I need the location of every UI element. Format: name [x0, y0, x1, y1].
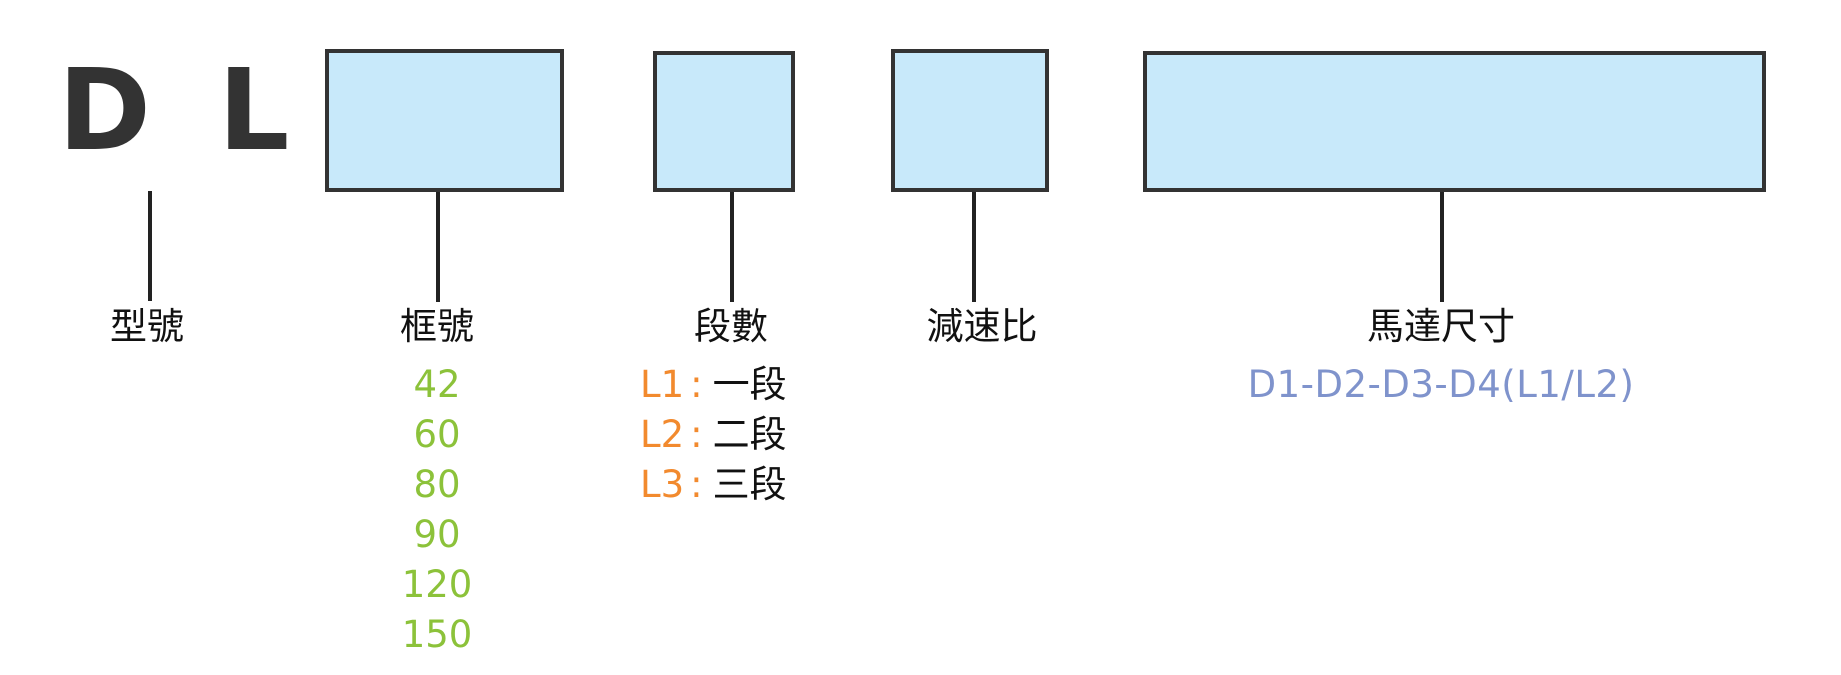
stage-option: L1:一段	[640, 360, 787, 410]
stage-option-value: 一段	[712, 363, 787, 406]
stages-label: 段數	[694, 305, 768, 348]
frame-label: 框號	[400, 305, 474, 348]
motor-connector-line	[1440, 190, 1444, 302]
frame-option: 90	[413, 513, 461, 556]
stage-option-value: 三段	[712, 463, 787, 506]
frame-code-box	[325, 49, 564, 192]
ratio-code-box	[891, 49, 1049, 192]
frame-option: 60	[413, 413, 461, 456]
frame-connector-line	[436, 190, 440, 302]
code-letter-d: D	[58, 46, 153, 176]
stage-option-separator: :	[690, 463, 703, 506]
stages-connector-line	[730, 190, 734, 302]
motor-size-format: D1-D2-D3-D4(L1/L2)	[1247, 363, 1635, 406]
stages-code-box	[653, 51, 795, 192]
stage-option-key: L1	[640, 363, 685, 406]
model-label: 型號	[110, 305, 184, 348]
stage-option: L3:三段	[640, 460, 787, 510]
model-code-prefix: D L	[58, 55, 291, 167]
motor-label: 馬達尺寸	[1367, 305, 1515, 348]
frame-option: 120	[401, 563, 473, 606]
stage-option: L2:二段	[640, 410, 787, 460]
stage-option-value: 二段	[712, 413, 787, 456]
frame-option: 150	[401, 613, 473, 656]
stage-option-key: L2	[640, 413, 685, 456]
code-letter-l: L	[217, 46, 292, 176]
frame-option: 42	[413, 363, 461, 406]
stage-option-separator: :	[690, 363, 703, 406]
ratio-label: 減速比	[926, 305, 1038, 348]
stage-option-key: L3	[640, 463, 685, 506]
ratio-connector-line	[972, 190, 976, 302]
motor-code-box	[1143, 51, 1766, 192]
frame-option: 80	[413, 463, 461, 506]
model-connector-line	[148, 191, 152, 301]
stage-option-separator: :	[690, 413, 703, 456]
